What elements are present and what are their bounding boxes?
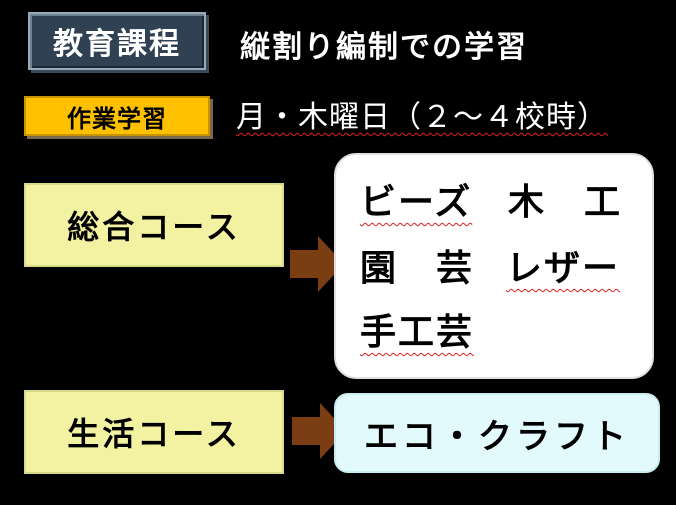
curriculum-badge: 教育課程 (28, 12, 206, 70)
activity-handcraft: 手工芸 (360, 312, 475, 353)
general-course-box: 総合コース (24, 183, 284, 267)
work-study-badge: 作業学習 (24, 96, 210, 136)
life-course-box: 生活コース (24, 390, 284, 474)
arrow-shaft (290, 250, 320, 278)
activity-gardening: 園 芸 (360, 248, 475, 289)
schedule-text: 月・木曜日（２～４校時） (236, 92, 608, 136)
activity-beads: ビーズ (360, 182, 473, 223)
activity-leather: レザー (506, 248, 621, 289)
general-course-activities: ビーズ 木 工 園 芸 レザー 手工芸 (334, 153, 654, 379)
arrow-shaft (292, 417, 322, 445)
schedule-value: 月・木曜日（２～４校時） (236, 100, 608, 135)
page-title: 縦割り編制での学習 (240, 30, 528, 65)
activity-woodwork: 木 工 (508, 182, 623, 223)
life-course-activity: エコ・クラフト (334, 393, 660, 473)
